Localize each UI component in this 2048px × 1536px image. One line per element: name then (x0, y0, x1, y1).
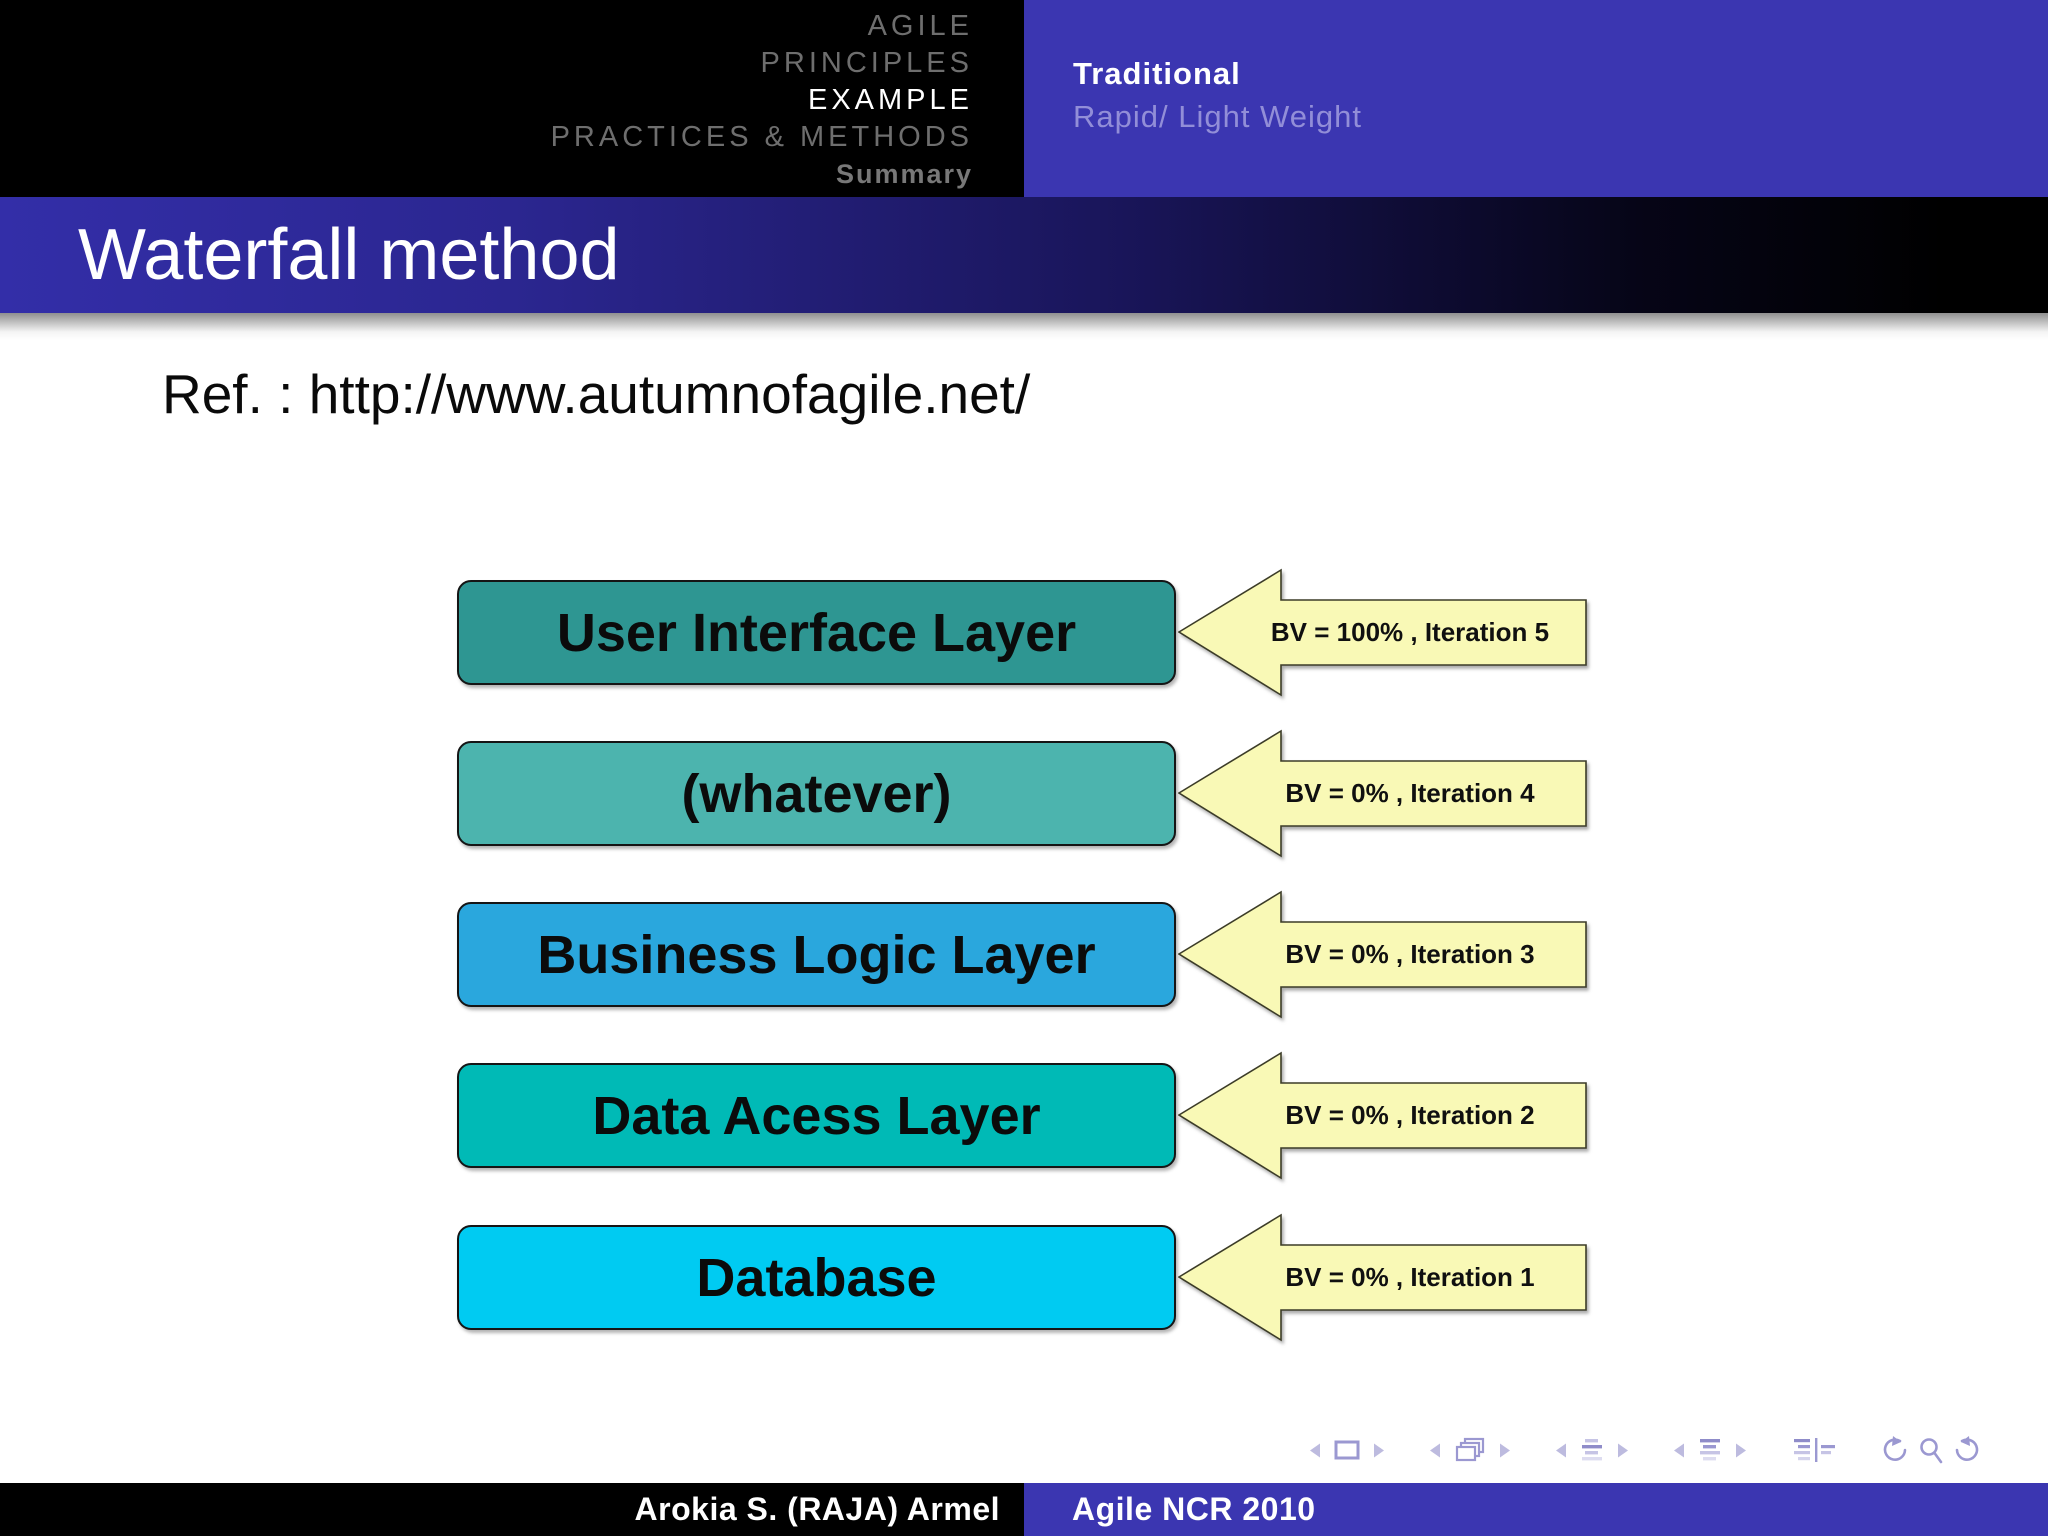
header-nav-example-active[interactable]: EXAMPLE (808, 84, 973, 116)
slide-header: AGILE PRINCIPLES EXAMPLE PRACTICES & MET… (0, 0, 2048, 197)
bv-annotation: BV = 0% , Iteration 1 (1285, 1262, 1535, 1292)
footer-event: Agile NCR 2010 (1024, 1483, 2048, 1536)
layer-label: Database (696, 1247, 937, 1308)
footer-author: Arokia S. (RAJA) Armel (0, 1483, 1024, 1536)
section-list-icon[interactable] (1698, 1438, 1722, 1462)
subsection-back-icon[interactable] (1554, 1442, 1567, 1459)
frame-back-icon[interactable] (1428, 1442, 1441, 1459)
bv-annotation: BV = 0% , Iteration 4 (1285, 778, 1535, 808)
diagram-row: Data Acess Layer BV = 0% , Iteration 2 (0, 1050, 2048, 1181)
layer-label: (whatever) (681, 763, 952, 824)
slide-back-icon[interactable] (1308, 1442, 1321, 1459)
bv-annotation: BV = 0% , Iteration 3 (1285, 939, 1535, 969)
frame-stack-icon[interactable] (1454, 1437, 1486, 1463)
section-forward-icon[interactable] (1735, 1442, 1748, 1459)
search-icon[interactable] (1918, 1435, 1944, 1465)
bv-annotation: BV = 100% , Iteration 5 (1270, 617, 1550, 647)
header-nav-panel: AGILE PRINCIPLES EXAMPLE PRACTICES & MET… (0, 0, 1024, 197)
title-bar-shadow (0, 313, 2048, 340)
bv-arrow (1178, 568, 1587, 697)
beamer-navigation-bar (1308, 1433, 1984, 1467)
slide-forward-icon[interactable] (1373, 1442, 1386, 1459)
layer-label: Data Acess Layer (592, 1085, 1041, 1146)
bv-arrow (1178, 1213, 1587, 1342)
frame-forward-icon[interactable] (1499, 1442, 1512, 1459)
page-title: Waterfall method (78, 215, 620, 295)
diagram-row: (whatever) BV = 0% , Iteration 4 (0, 728, 2048, 859)
header-context-panel: Traditional Rapid/ Light Weight (1024, 0, 2048, 197)
context-line-traditional: Traditional (1073, 56, 1241, 91)
frame-indicator-icon[interactable] (1334, 1440, 1360, 1460)
header-nav-principles[interactable]: PRINCIPLES (760, 47, 973, 79)
header-nav-practices-methods[interactable]: PRACTICES & METHODS (550, 121, 973, 153)
header-nav-agile[interactable]: AGILE (867, 10, 973, 42)
bv-annotation: BV = 0% , Iteration 2 (1285, 1100, 1535, 1130)
bv-arrow (1178, 1051, 1587, 1180)
history-forward-icon[interactable] (1954, 1435, 1984, 1465)
bv-arrow (1178, 729, 1587, 858)
subsection-forward-icon[interactable] (1617, 1442, 1630, 1459)
slide-footer: Arokia S. (RAJA) Armel Agile NCR 2010 (0, 1483, 2048, 1536)
diagram-row: Business Logic Layer BV = 0% , Iteration… (0, 889, 2048, 1020)
layer-box-data-access: Data Acess Layer (457, 1063, 1176, 1168)
history-back-icon[interactable] (1878, 1435, 1908, 1465)
context-line-rapid-lightweight: Rapid/ Light Weight (1073, 99, 1362, 134)
layer-label: Business Logic Layer (537, 924, 1096, 985)
slide-title-bar: Waterfall method (0, 197, 2048, 313)
diagram-row: User Interface Layer BV = 100% , Iterati… (0, 567, 2048, 698)
layer-label: User Interface Layer (556, 602, 1077, 663)
layer-box-user-interface: User Interface Layer (457, 580, 1176, 685)
layer-box-database: Database (457, 1225, 1176, 1330)
diagram-row: Database BV = 0% , Iteration 1 (0, 1212, 2048, 1343)
subsection-list-icon[interactable] (1580, 1438, 1604, 1462)
reference-text: Ref. : http://www.autumnofagile.net/ (162, 363, 1031, 425)
header-nav-summary[interactable]: Summary (835, 159, 973, 189)
layer-box-business-logic: Business Logic Layer (457, 902, 1176, 1007)
layer-box-whatever: (whatever) (457, 741, 1176, 846)
section-back-icon[interactable] (1672, 1442, 1685, 1459)
bv-arrow (1178, 890, 1587, 1019)
toc-pair-icon[interactable] (1790, 1437, 1836, 1463)
